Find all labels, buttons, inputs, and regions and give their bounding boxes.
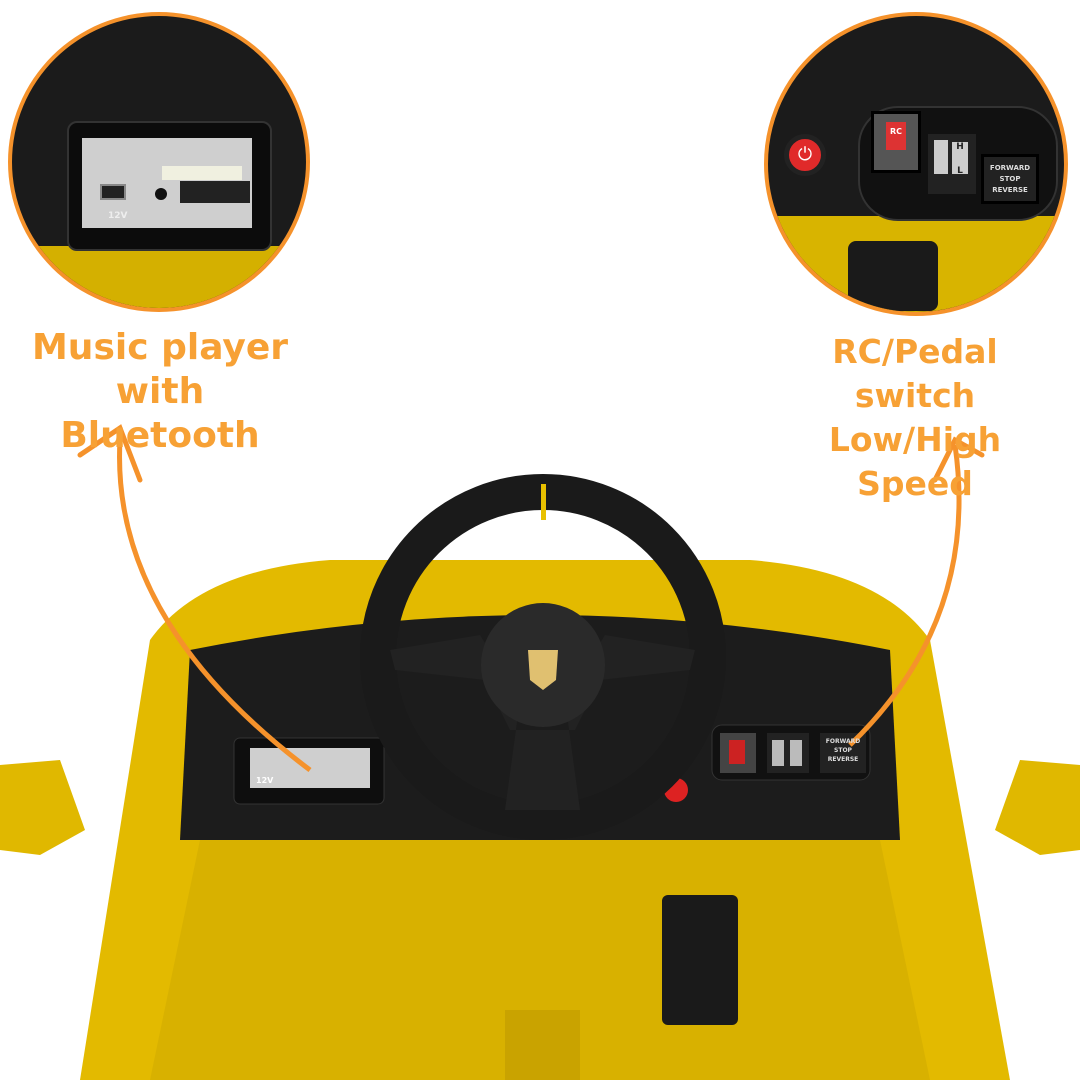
accelerator-pedal bbox=[662, 895, 738, 1025]
pedal-closeup bbox=[848, 241, 938, 311]
power-button-icon: ⏻ bbox=[784, 134, 826, 176]
callout-right-line2: Low/High Speed bbox=[828, 420, 1002, 503]
closeup-voltage-label: 12V bbox=[108, 211, 128, 221]
closeup-stop: STOP bbox=[999, 175, 1021, 183]
switch-callout: RC/Pedal switch Low/High Speed bbox=[770, 330, 1060, 506]
callout-left-line2: with Bluetooth bbox=[60, 371, 260, 456]
right-mirror bbox=[995, 760, 1080, 855]
usb-port-icon bbox=[100, 184, 126, 200]
music-player-callout: Music player with Bluetooth bbox=[20, 326, 300, 458]
direction-forward: FORWARD bbox=[825, 738, 861, 745]
rc-label: RC bbox=[886, 122, 906, 150]
speed-switch: H L bbox=[928, 134, 976, 194]
rc-switch: RC bbox=[871, 111, 921, 173]
left-arrow bbox=[117, 439, 312, 772]
control-switch-closeup: ⏻ RC H L FORWARD STOP REVERSE bbox=[764, 12, 1068, 316]
left-mirror bbox=[0, 760, 85, 855]
callout-right-line1: RC/Pedal switch bbox=[832, 332, 998, 415]
aux-jack-icon bbox=[155, 188, 167, 200]
direction-closeup-label: FORWARD STOP REVERSE bbox=[981, 154, 1039, 204]
floor-tunnel bbox=[505, 1010, 580, 1080]
direction-reverse: REVERSE bbox=[827, 756, 859, 763]
direction-stop: STOP bbox=[834, 747, 852, 754]
callout-left-line1: Music player bbox=[31, 327, 289, 368]
direction-switch-label: FORWARD STOP REVERSE bbox=[820, 737, 866, 764]
closeup-forward: FORWARD bbox=[989, 164, 1031, 172]
panel-voltage-label: 12V bbox=[256, 776, 274, 785]
speed-high-label: H bbox=[952, 142, 968, 174]
steering-logo bbox=[528, 650, 558, 690]
right-arrow bbox=[848, 444, 962, 747]
music-player-closeup: 12V bbox=[8, 12, 310, 312]
speed-low-label: L bbox=[957, 166, 963, 176]
closeup-reverse: REVERSE bbox=[992, 186, 1028, 194]
